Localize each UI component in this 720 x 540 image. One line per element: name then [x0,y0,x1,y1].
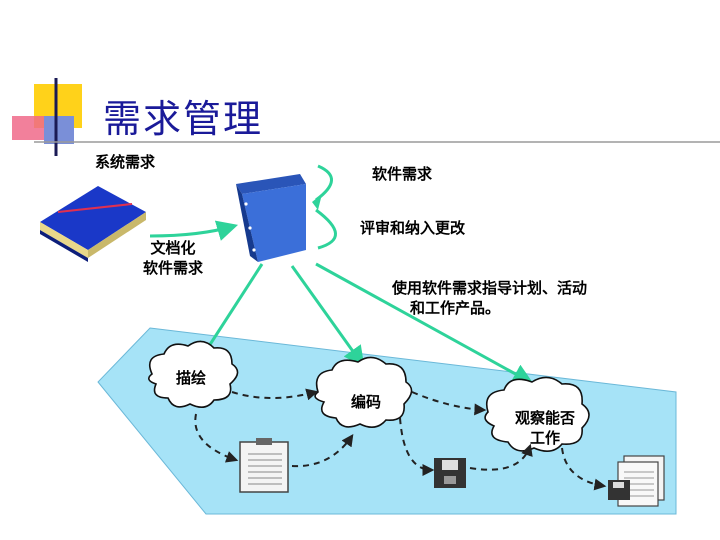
label-use-requirements: 使用软件需求指导计划、活动 和工作产品。 [392,278,587,318]
arrow-review-loop [316,166,336,248]
label-observe-line1: 观察能否 [500,408,590,428]
slide-title: 需求管理 [103,88,263,143]
label-use-line2: 和工作产品。 [392,298,587,318]
label-coding: 编码 [351,392,381,412]
floppy-disk-icon [434,458,466,488]
label-observe-line2: 工作 [500,428,590,448]
label-documented-line2: 软件需求 [128,258,218,278]
clipboard-icon [240,438,288,492]
label-observe: 观察能否 工作 [500,408,590,448]
arrow-book-to-binder [150,226,234,236]
label-documented: 文档化 软件需求 [128,238,218,278]
binder-icon [236,174,306,262]
label-documented-line1: 文档化 [128,238,218,258]
label-software-requirements: 软件需求 [372,164,432,184]
label-review-incorporate: 评审和纳入更改 [360,218,465,238]
label-system-requirements: 系统需求 [95,152,155,172]
label-use-line1: 使用软件需求指导计划、活动 [392,278,587,298]
label-sketch: 描绘 [176,368,206,388]
